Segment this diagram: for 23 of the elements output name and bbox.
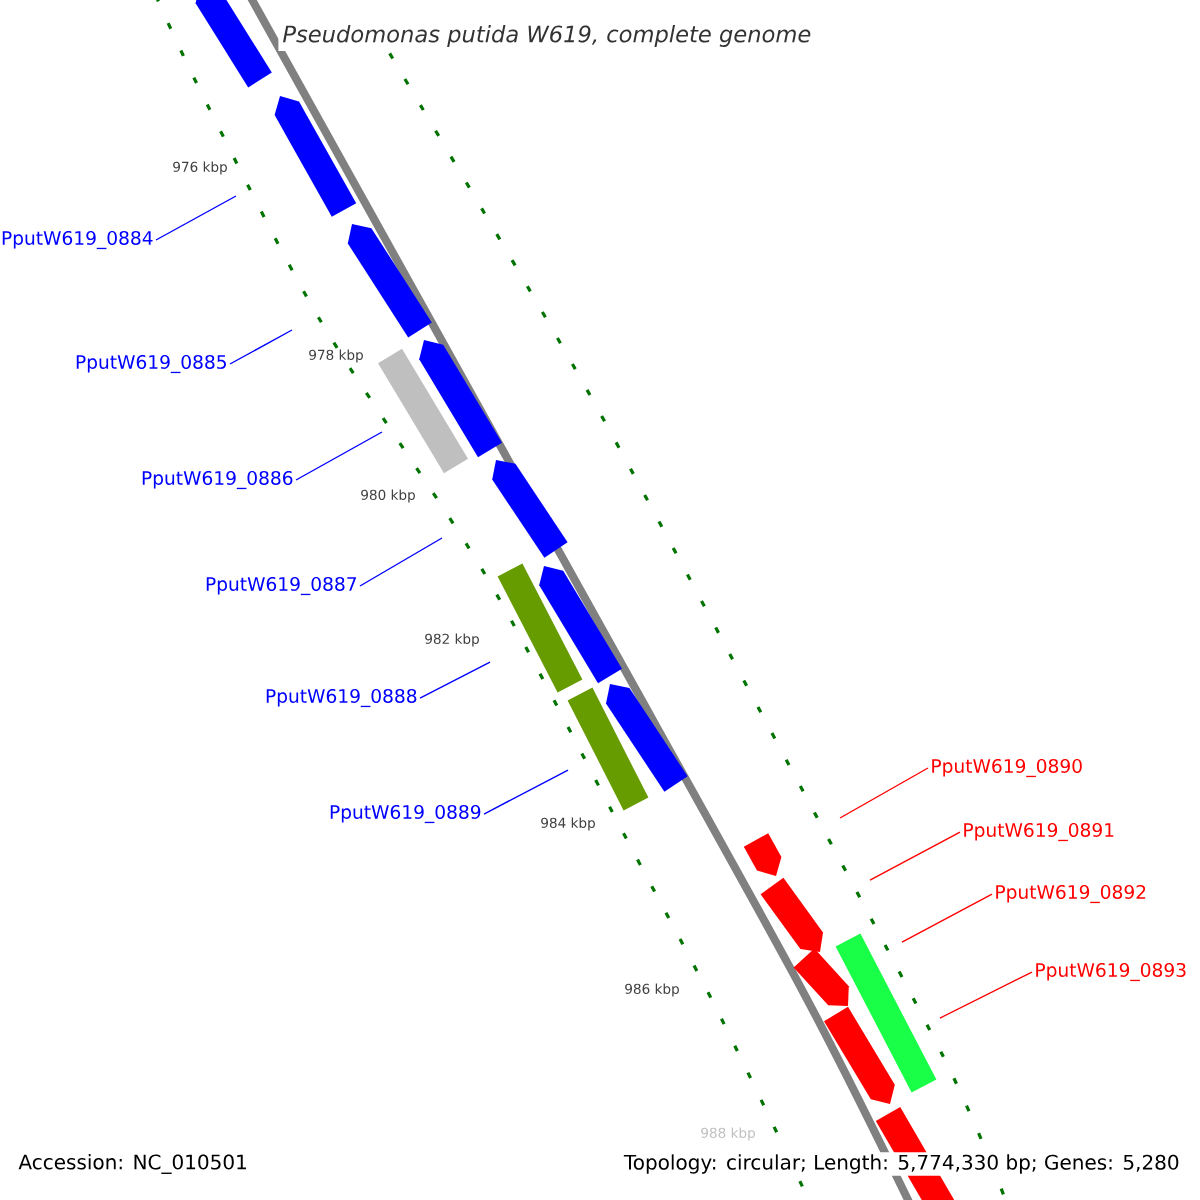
leader-line [483,769,569,815]
gene-label: PputW619_0886 [142,470,293,490]
footer-text: Topology: circular; Length: 5,774,330 bp; Genes: 5,280 [621,1152,1182,1176]
footer-text: Accession: NC_010501 [16,1152,250,1176]
leader-line [839,767,929,819]
gene-label: PputW619_0893 [1036,962,1186,982]
leader-line [155,195,237,241]
leader-line [295,431,383,481]
gene-label: PputW619_0887 [206,576,356,596]
leader-line [359,537,443,587]
gene-label: PputW619_0891 [964,822,1114,842]
gene-label: PputW619_0890 [932,758,1082,778]
title: Pseudomonas putida W619, complete genome [278,21,816,51]
gene-label: PputW619_0885 [76,354,226,374]
gene-label: PputW619_0884 [2,230,153,250]
gene-label: PputW619_0892 [996,884,1146,904]
leader-line [419,661,491,699]
leader-line [901,893,993,943]
gene-label: PputW619_0888 [266,688,417,708]
leader-line [939,971,1033,1019]
leader-line [869,831,961,881]
leader-line [229,329,293,365]
gene-label: PputW619_0889 [330,804,481,824]
